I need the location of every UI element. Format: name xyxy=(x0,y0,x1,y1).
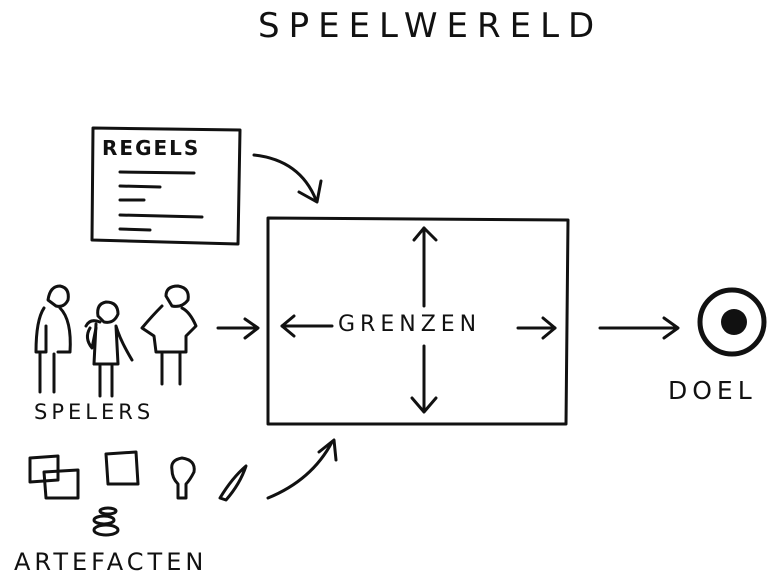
rules-label: REGELS xyxy=(102,136,201,160)
diagram-title: SPEELWERELD xyxy=(258,6,604,46)
artifacts-label: ARTEFACTEN xyxy=(14,548,208,576)
player-figure xyxy=(140,284,198,386)
goal-label: DOEL xyxy=(668,376,757,405)
player-figure xyxy=(84,300,134,398)
artifacts-objects xyxy=(28,450,248,537)
arrow-players-to-boundaries xyxy=(216,317,260,340)
arrow-artifacts-to-boundaries xyxy=(266,438,338,500)
rules-document xyxy=(90,126,242,246)
boundaries-label: GRENZEN xyxy=(338,312,482,337)
arrow-rules-to-boundaries xyxy=(252,153,323,204)
boundaries-box xyxy=(266,216,570,426)
players-label: SPELERS xyxy=(34,400,155,424)
player-figure xyxy=(34,284,72,394)
players-figures xyxy=(34,284,198,398)
goal-target xyxy=(697,287,767,357)
arrow-boundaries-to-goal xyxy=(598,316,680,340)
